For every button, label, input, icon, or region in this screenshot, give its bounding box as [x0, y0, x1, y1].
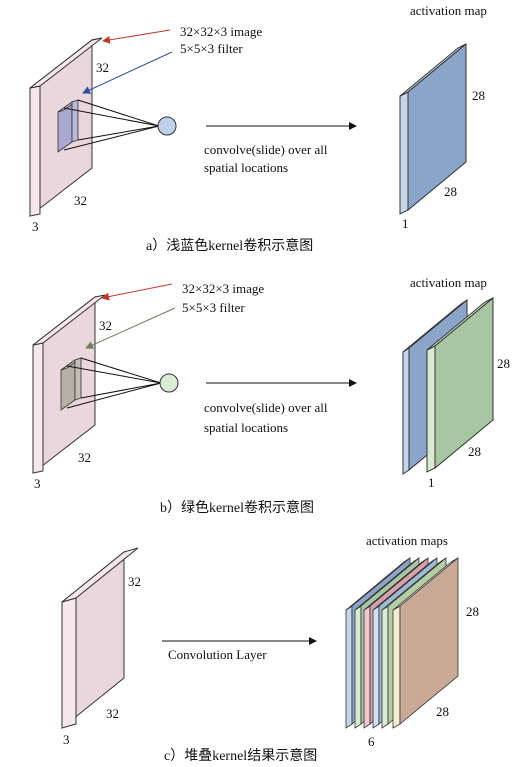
- image-width-label: 32: [74, 193, 87, 208]
- image-height-label: 32: [128, 574, 141, 589]
- map-depth-label: 1: [428, 475, 435, 490]
- caption-a: a）浅蓝色kernel卷积示意图: [146, 237, 313, 254]
- maps-width-label: 28: [436, 704, 449, 719]
- maps-depth-label: 6: [368, 734, 375, 749]
- image-size-label: 32×32×3 image: [182, 281, 264, 296]
- activation-map-title: activation map: [410, 3, 487, 18]
- convolve-text-line1: convolve(slide) over all: [204, 400, 328, 415]
- panel-c: 32 32 3 Convolution Layer: [61, 533, 479, 764]
- activation-map-blue: [399, 42, 467, 215]
- panel-b: 32×32×3 image 5×5×3 filter 32 32 3 convo…: [32, 275, 510, 516]
- activation-map-title: activation map: [410, 275, 487, 290]
- caption-b: b）绿色kernel卷积示意图: [160, 499, 314, 516]
- input-image-volume: [61, 547, 139, 730]
- output-neuron: [159, 373, 179, 393]
- activation-map-6: [392, 557, 459, 729]
- map-depth-label: 1: [402, 216, 409, 231]
- image-size-label: 32×32×3 image: [180, 24, 262, 39]
- image-depth-label: 3: [63, 732, 70, 747]
- image-pointer-arrow: [102, 29, 171, 44]
- activation-map-green: [426, 296, 494, 473]
- projection-lines: [66, 357, 162, 409]
- image-width-label: 32: [106, 706, 119, 721]
- caption-c: c）堆叠kernel结果示意图: [164, 747, 317, 764]
- convolve-text-line1: convolve(slide) over all: [204, 142, 328, 157]
- filter-cube: [60, 357, 82, 411]
- activation-maps-stack: [345, 557, 459, 729]
- panel-a: 32×32×3 image 5×5×3 filter 32 32 3 convo…: [29, 3, 487, 254]
- filter-pointer-arrow: [85, 307, 176, 349]
- image-height-label: 32: [99, 318, 112, 333]
- output-neuron: [157, 116, 177, 136]
- map-width-label: 28: [468, 444, 481, 459]
- filter-pointer-arrow: [82, 51, 173, 94]
- image-width-label: 32: [78, 450, 91, 465]
- map-height-label: 28: [497, 356, 510, 371]
- convolution-layer-label: Convolution Layer: [168, 647, 267, 662]
- convolve-text-line2: spatial locations: [204, 160, 288, 175]
- filter-size-label: 5×5×3 filter: [180, 41, 243, 56]
- convolve-text-line2: spatial locations: [204, 420, 288, 435]
- projection-lines: [63, 99, 160, 151]
- image-depth-label: 3: [34, 476, 41, 491]
- image-depth-label: 3: [32, 219, 39, 234]
- map-width-label: 28: [444, 184, 457, 199]
- filter-size-label: 5×5×3 filter: [182, 300, 245, 315]
- image-height-label: 32: [96, 60, 109, 75]
- maps-height-label: 28: [466, 604, 479, 619]
- map-height-label: 28: [472, 88, 485, 103]
- image-pointer-arrow: [101, 283, 173, 301]
- activation-maps-title: activation maps: [366, 533, 448, 548]
